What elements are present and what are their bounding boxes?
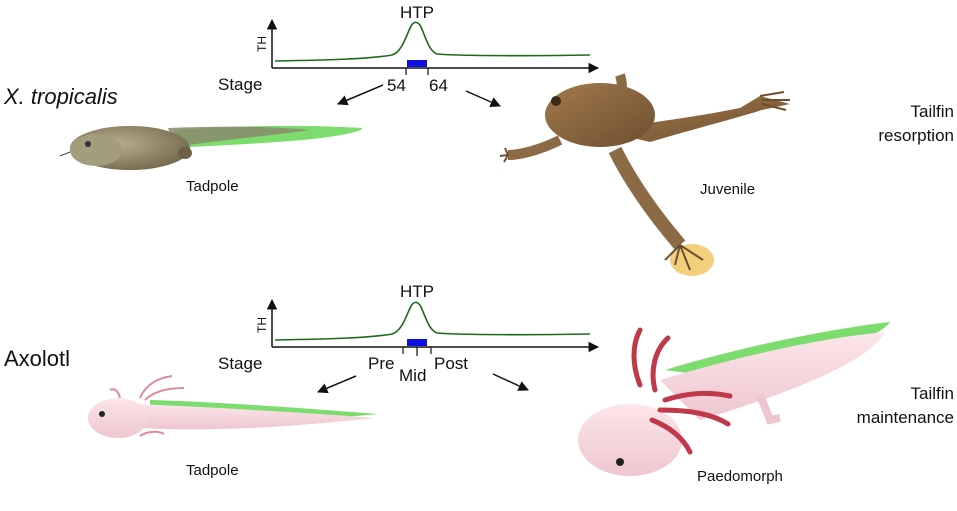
arrow-right-icon xyxy=(492,373,529,391)
axolotl-paedomorph-image xyxy=(578,322,890,476)
bottom-panel: Axolotl TH HTP Stage Pre Mid Post xyxy=(4,282,954,485)
arrow-left-icon xyxy=(317,375,357,394)
top-panel: X. tropicalis TH HTP Stage 54 64 xyxy=(3,3,954,276)
htp-marker xyxy=(407,60,427,67)
tailfin-label-line1: Tailfin xyxy=(911,384,954,403)
paedomorph-label: Paedomorph xyxy=(697,468,783,485)
tadpole-label-top: Tadpole xyxy=(186,178,239,195)
tadpole-label-bottom: Tadpole xyxy=(186,462,239,479)
stage-label: Stage xyxy=(218,75,262,94)
tick-label-64: 64 xyxy=(429,76,448,95)
tick-label-post: Post xyxy=(434,354,468,373)
y-axis-label: TH xyxy=(255,36,269,52)
arrow-left-icon xyxy=(337,84,384,106)
tick-label-mid: Mid xyxy=(399,366,426,385)
juvenile-frog-image xyxy=(499,73,790,276)
species-label-xenopus: X. tropicalis xyxy=(3,84,118,109)
htp-marker xyxy=(407,339,427,346)
y-axis-label: TH xyxy=(255,317,269,333)
th-plot-top: TH HTP Stage 54 64 xyxy=(218,3,600,95)
tick-label-54: 54 xyxy=(387,76,406,95)
axolotl-larva-image xyxy=(88,375,378,438)
th-plot-bottom: TH HTP Stage Pre Mid Post xyxy=(218,282,600,385)
tailfin-label-line1: Tailfin xyxy=(911,102,954,121)
tick-label-pre: Pre xyxy=(368,354,394,373)
tailfin-label-line2: maintenance xyxy=(857,408,954,427)
tailfin-label-line2: resorption xyxy=(878,126,954,145)
th-curve xyxy=(274,21,591,62)
htp-label: HTP xyxy=(400,3,434,22)
arrow-right-icon xyxy=(465,90,501,107)
th-curve xyxy=(274,301,591,341)
htp-label: HTP xyxy=(400,282,434,301)
juvenile-label: Juvenile xyxy=(700,181,755,198)
xenopus-tadpole-image xyxy=(59,125,363,170)
species-label-axolotl: Axolotl xyxy=(4,346,70,371)
stage-label: Stage xyxy=(218,354,262,373)
